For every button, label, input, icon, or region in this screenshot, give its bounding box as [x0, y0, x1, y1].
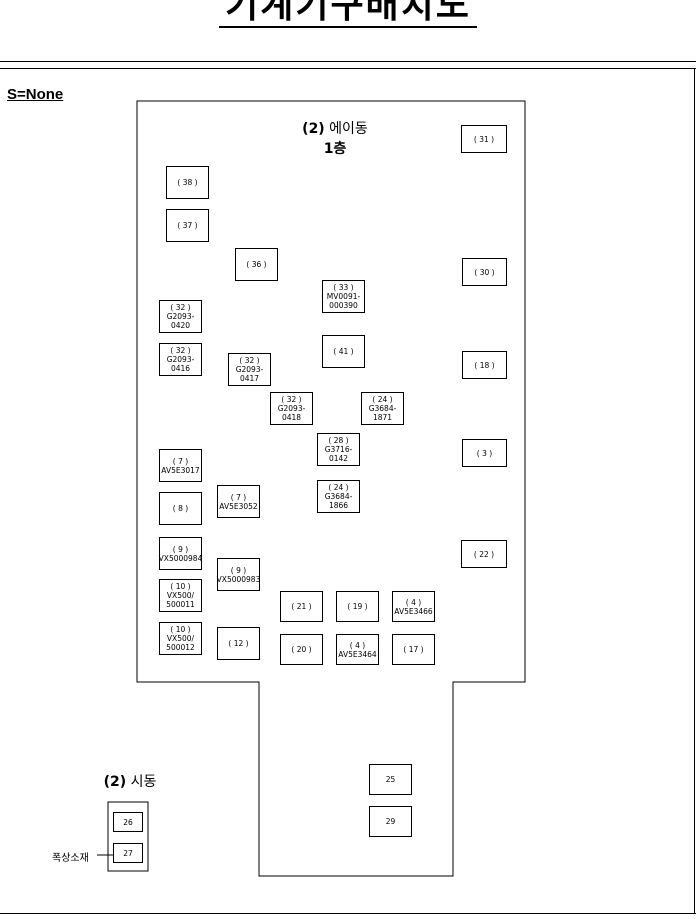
- equipment-21: ( 21 ): [280, 591, 323, 622]
- equipment-41: ( 41 ): [322, 335, 365, 368]
- equipment-32-0417: ( 32 ) G2093- 0417: [228, 353, 271, 386]
- main-building-name: 에이동: [329, 121, 368, 137]
- equipment-22: ( 22 ): [461, 540, 507, 568]
- main-building-label: (2) 에이동: [280, 120, 390, 138]
- equipment-31: ( 31 ): [461, 125, 507, 153]
- aux-annotation: 폭상소재: [52, 853, 89, 864]
- equipment-18: ( 18 ): [462, 351, 507, 379]
- equipment-10-012: ( 10 ) VX500/ 500012: [159, 622, 202, 655]
- equipment-9-984: ( 9 ) VX5000984: [159, 537, 202, 570]
- page-bottom-border: [0, 913, 696, 914]
- equipment-32-0420: ( 32 ) G2093- 0420: [159, 300, 202, 333]
- equipment-32-0418: ( 32 ) G2093- 0418: [270, 392, 313, 425]
- equipment-29: 29: [369, 806, 412, 837]
- page-right-border: [694, 68, 695, 914]
- page-title: 기계기구배치도: [0, 0, 696, 28]
- equipment-7-3052: ( 7 ) AV5E3052: [217, 485, 260, 518]
- equipment-3: ( 3 ): [462, 439, 507, 467]
- equipment-37: ( 37 ): [166, 209, 209, 242]
- equipment-10-011: ( 10 ) VX500/ 500011: [159, 579, 202, 612]
- aux-building-outline: [107, 801, 149, 872]
- equipment-26: 26: [113, 812, 143, 832]
- equipment-28: ( 28 ) G3716- 0142: [317, 433, 360, 466]
- equipment-20: ( 20 ): [280, 634, 323, 665]
- equipment-19: ( 19 ): [336, 591, 379, 622]
- equipment-36: ( 36 ): [235, 248, 278, 281]
- equipment-9-983: ( 9 ) VX5000983: [217, 558, 260, 591]
- equipment-4-3466: ( 4 ) AV5E3466: [392, 591, 435, 622]
- aux-building-label: (2) 시동: [95, 773, 165, 791]
- equipment-7-3017: ( 7 ) AV5E3017: [159, 449, 202, 482]
- equipment-30: ( 30 ): [462, 258, 507, 286]
- aux-building-name: 시동: [130, 774, 157, 790]
- equipment-8: ( 8 ): [159, 492, 202, 525]
- main-building-floor: 1층: [323, 141, 347, 157]
- equipment-38: ( 38 ): [166, 166, 209, 199]
- equipment-32-0416: ( 32 ) G2093- 0416: [159, 343, 202, 376]
- equipment-24-1871: ( 24 ) G3684- 1871: [361, 392, 404, 425]
- main-building-outline: [136, 100, 526, 877]
- title-divider-bottom: [0, 68, 696, 69]
- equipment-12: ( 12 ): [217, 627, 260, 660]
- security-label: S=None: [7, 86, 64, 103]
- main-building-prefix: (2): [302, 121, 325, 137]
- equipment-33: ( 33 ) MV0091- 000390: [322, 280, 365, 313]
- aux-building-prefix: (2): [103, 774, 127, 790]
- title-divider-top: [0, 61, 696, 62]
- equipment-17: ( 17 ): [392, 634, 435, 665]
- equipment-25: 25: [369, 764, 412, 795]
- equipment-4-3464: ( 4 ) AV5E3464: [336, 634, 379, 665]
- equipment-24-1866: ( 24 ) G3684- 1866: [317, 480, 360, 513]
- equipment-27: 27: [113, 843, 143, 863]
